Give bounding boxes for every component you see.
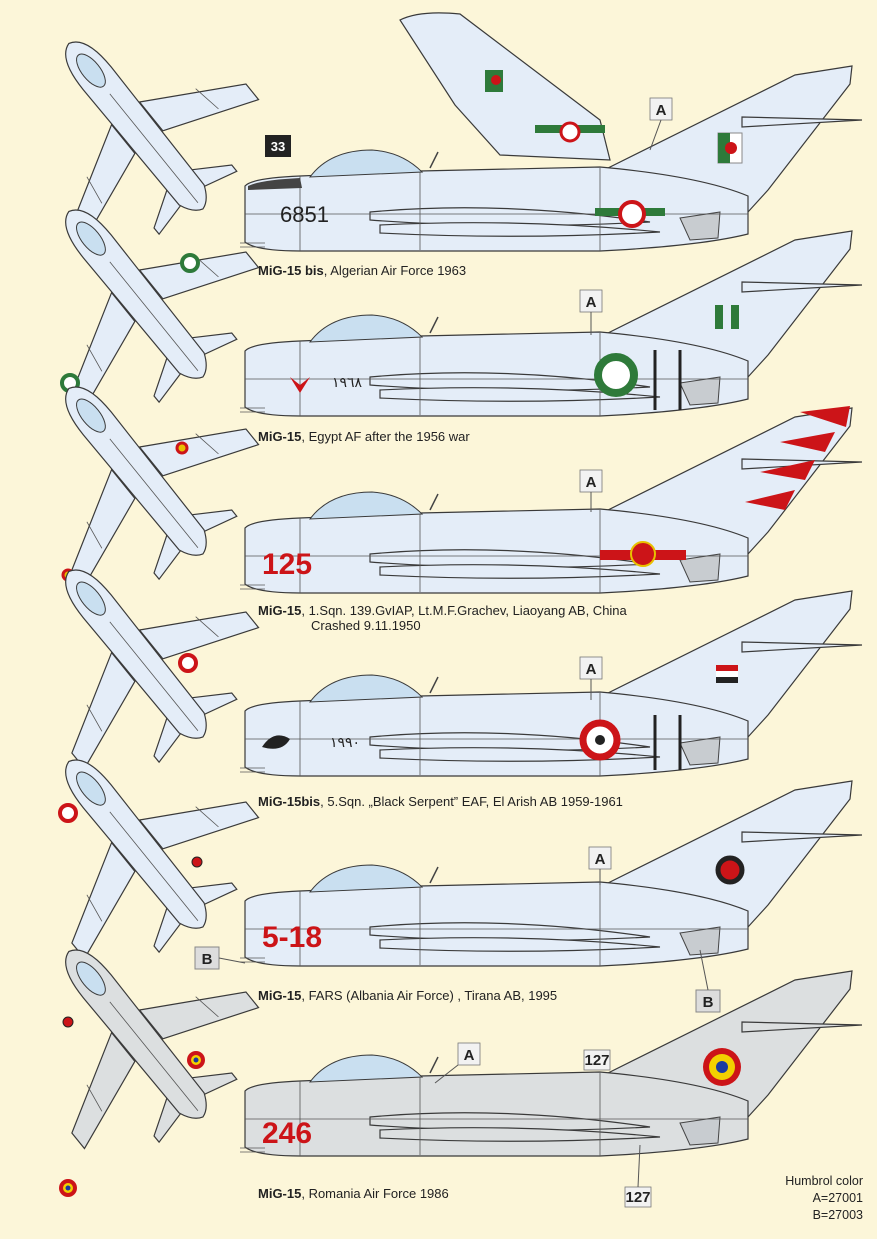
color-marker-a: A <box>595 851 606 868</box>
caption-1: MiG-15 bis, Algerian Air Force 1963 <box>258 263 467 278</box>
color-marker-a: A <box>586 661 597 678</box>
serial-number: 125 <box>262 548 312 581</box>
color-marker-b-tail: B <box>703 994 714 1011</box>
marker-127-top: 127 <box>584 1052 609 1069</box>
color-marker-a: A <box>586 294 597 311</box>
legend-a: A=27001 <box>812 1191 863 1205</box>
legend-title: Humbrol color <box>785 1174 863 1188</box>
caption-2: MiG-15, Egypt AF after the 1956 war <box>258 429 470 444</box>
color-marker-b: B <box>202 951 213 968</box>
color-marker-a: A <box>656 102 667 119</box>
caption-5: MiG-15, FARS (Albania Air Force) , Tiran… <box>258 988 558 1003</box>
profile-6: 246 A 127 127 <box>0 880 863 1208</box>
profile-1: 6851 33 A <box>0 0 863 281</box>
marker-127-bottom: 127 <box>625 1189 650 1206</box>
serial-number: 246 <box>262 1117 312 1150</box>
profile-5: 5-18 A B B <box>0 690 863 1028</box>
serial-number: ١٩٦٨ <box>332 374 363 390</box>
color-marker-a: A <box>586 474 597 491</box>
profile-3: 125 A <box>0 317 863 626</box>
legend-b: B=27003 <box>812 1208 863 1222</box>
color-marker-a: A <box>464 1047 475 1064</box>
caption-4: MiG-15bis, 5.Sqn. „Black Serpent” EAF, E… <box>258 794 623 809</box>
tail-detail-view <box>399 12 611 161</box>
serial-number: 5-18 <box>262 921 322 954</box>
caption-6: MiG-15, Romania Air Force 1986 <box>258 1186 449 1201</box>
profile-4: ١٩٩٠ A <box>0 500 863 823</box>
serial-number: 6851 <box>280 202 329 227</box>
caption-3: MiG-15, 1.Sqn. 139.GvIAP, Lt.M.F.Grachev… <box>258 603 627 633</box>
serial-number: ١٩٩٠ <box>330 734 360 750</box>
color-legend: Humbrol color A=27001 B=27003 <box>785 1173 863 1224</box>
nose-badge: 33 <box>271 139 285 154</box>
